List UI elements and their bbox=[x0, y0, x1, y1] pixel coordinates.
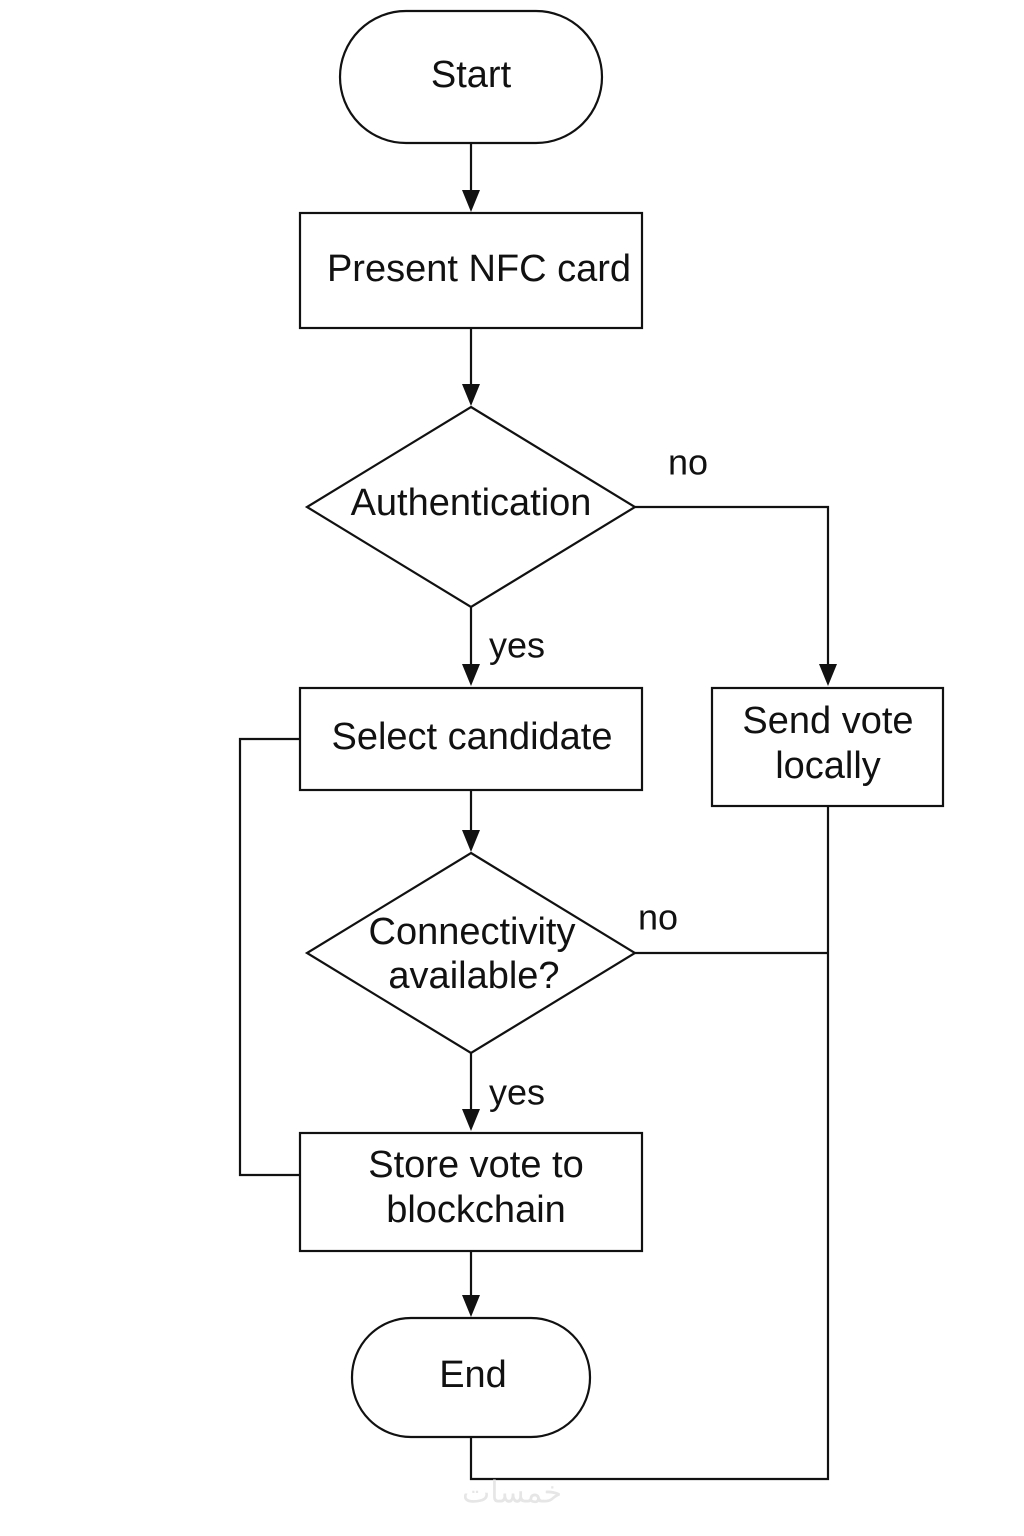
authentication-decision: Authentication bbox=[304, 405, 638, 609]
send-vote-locally-node: Send vote locally bbox=[710, 686, 945, 808]
present-nfc-card-node: Present NFC card bbox=[298, 211, 644, 330]
watermark: خمسات bbox=[462, 1476, 562, 1511]
auth-yes-label: yes bbox=[489, 625, 545, 666]
store-vote-label-line2: blockchain bbox=[386, 1189, 566, 1231]
connector-auth-yes bbox=[462, 607, 480, 686]
send-vote-locally-label-line2: locally bbox=[775, 745, 881, 787]
start-label: Start bbox=[431, 54, 512, 96]
connector-left-loop bbox=[238, 737, 300, 1177]
connectivity-label-line1: Connectivity bbox=[369, 911, 576, 953]
send-vote-locally-label-line1: Send vote bbox=[742, 700, 913, 742]
store-vote-node: Store vote to blockchain bbox=[298, 1131, 644, 1253]
store-vote-label-line1: Store vote to bbox=[368, 1144, 583, 1186]
select-candidate-label: Select candidate bbox=[332, 716, 613, 758]
connector-send-locally-to-end bbox=[469, 806, 830, 1481]
connector-present-to-auth bbox=[462, 328, 480, 406]
connector-start-to-present bbox=[462, 143, 480, 212]
connectivity-yes-label: yes bbox=[489, 1072, 545, 1113]
authentication-label: Authentication bbox=[351, 482, 592, 524]
present-nfc-card-label: Present NFC card bbox=[327, 248, 631, 290]
start-node: Start bbox=[338, 9, 604, 145]
connector-auth-no bbox=[635, 505, 837, 686]
connector-store-to-end bbox=[462, 1251, 480, 1317]
select-candidate-node: Select candidate bbox=[298, 686, 644, 792]
connectivity-label-line2: available? bbox=[388, 955, 559, 997]
connectivity-decision: Connectivity available? bbox=[304, 851, 638, 1055]
connectivity-no-label: no bbox=[638, 897, 678, 938]
end-label: End bbox=[439, 1354, 507, 1396]
connector-connectivity-yes bbox=[462, 1053, 480, 1131]
connector-select-to-connectivity bbox=[462, 790, 480, 852]
end-node: End bbox=[350, 1316, 592, 1439]
auth-no-label: no bbox=[668, 442, 708, 483]
